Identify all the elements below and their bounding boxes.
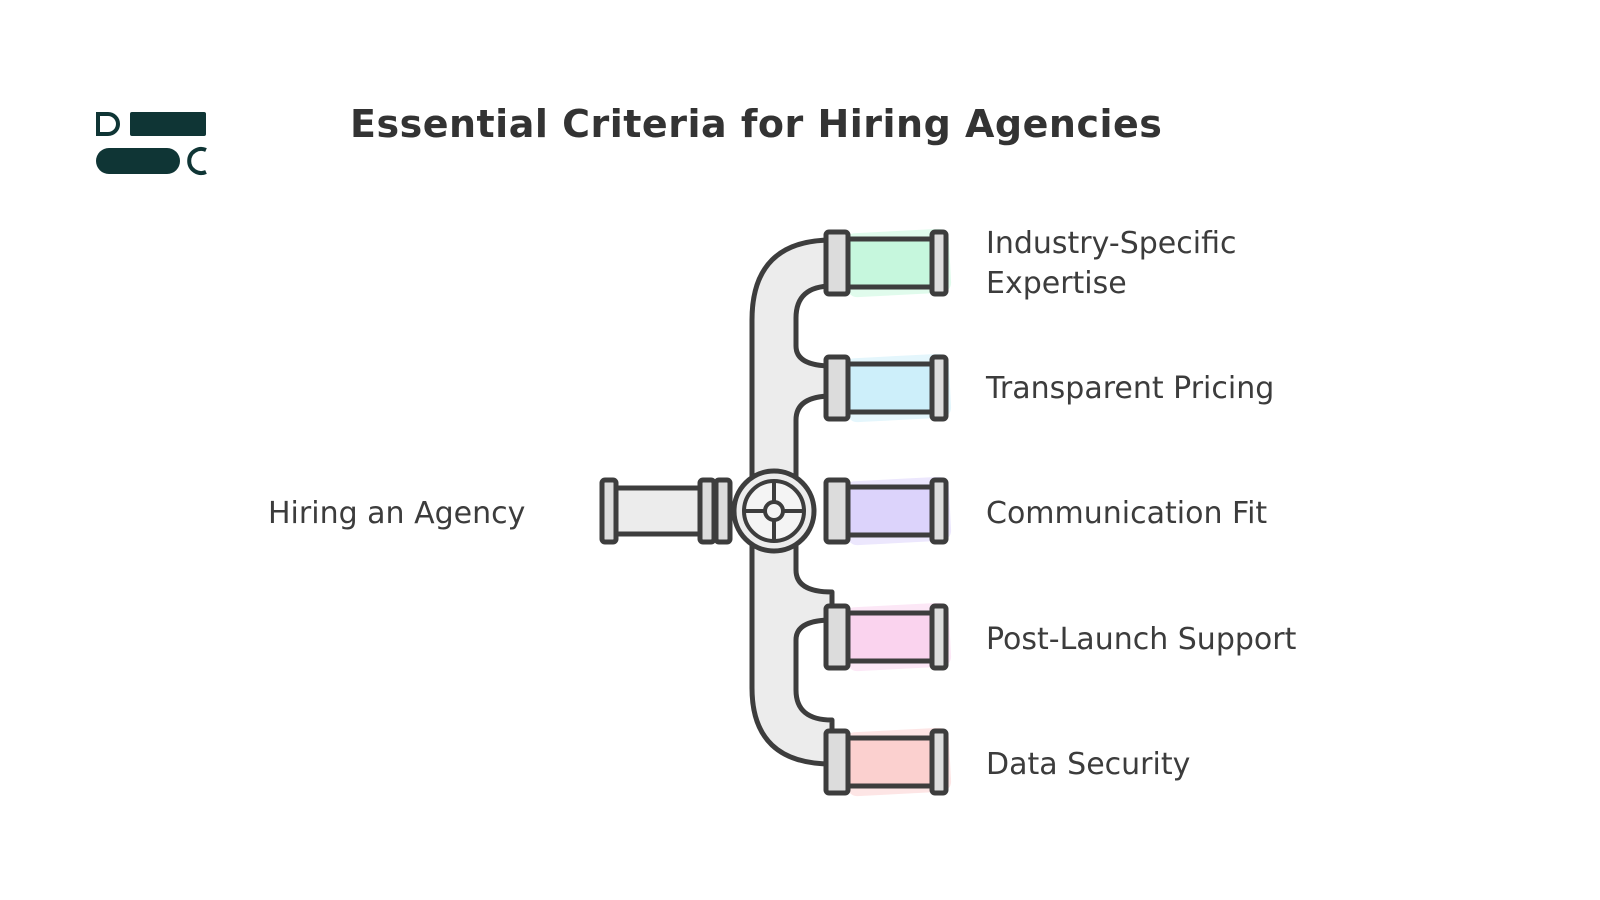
criterion-label-line: Transparent Pricing	[986, 371, 1275, 406]
branch-communication-fit	[823, 476, 952, 546]
valve-icon	[731, 468, 817, 554]
branch-outlets	[823, 228, 952, 797]
criterion-label-communication-fit: Communication Fit	[986, 494, 1267, 534]
criterion-label-line: Data Security	[986, 747, 1191, 782]
criterion-label-industry-expertise: Industry-Specific Expertise	[986, 224, 1236, 304]
branch-data-security	[823, 727, 952, 797]
criterion-label-post-launch-support: Post-Launch Support	[986, 620, 1296, 660]
branch-industry-expertise	[823, 228, 952, 298]
page-title: Essential Criteria for Hiring Agencies	[350, 102, 1163, 146]
criterion-label-line: Post-Launch Support	[986, 622, 1297, 657]
criterion-label-data-security: Data Security	[986, 745, 1190, 785]
source-label: Hiring an Agency	[268, 496, 526, 531]
criterion-label-transparent-pricing: Transparent Pricing	[986, 369, 1274, 409]
brand-logo	[96, 112, 207, 175]
criterion-label-line: Expertise	[986, 266, 1127, 301]
criterion-label-line: Communication Fit	[986, 496, 1268, 531]
input-pipe	[599, 477, 733, 545]
branch-transparent-pricing	[823, 353, 952, 423]
criterion-label-line: Industry-Specific	[986, 226, 1237, 261]
branch-post-launch-support	[823, 602, 952, 672]
